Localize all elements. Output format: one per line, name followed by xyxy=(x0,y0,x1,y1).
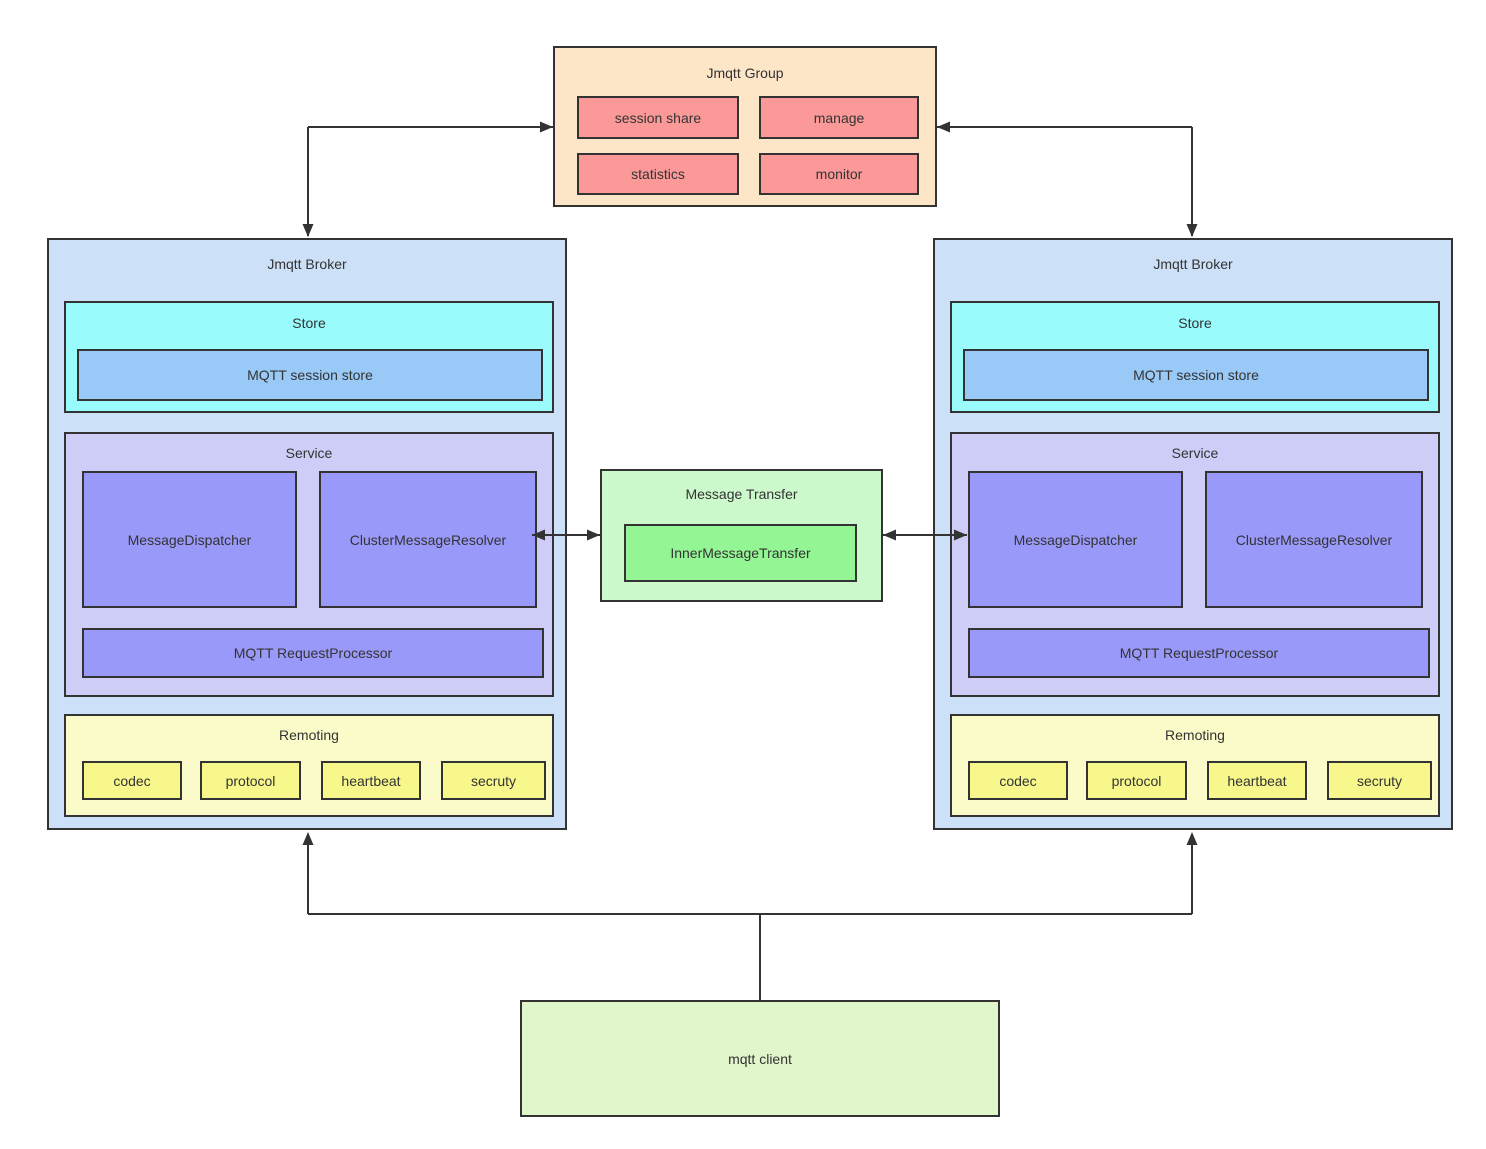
broker-right-remoting-title: Remoting xyxy=(1165,727,1225,743)
connector-broker-right-group xyxy=(937,121,1198,237)
broker-left-store-section: Store MQTT session store xyxy=(64,301,554,413)
broker-right-service-title: Service xyxy=(1171,445,1219,461)
broker-right-remoting-codec: codec xyxy=(968,761,1068,800)
message-transfer-title: Message Transfer xyxy=(685,486,798,502)
broker-right-remoting-protocol: protocol xyxy=(1086,761,1187,800)
broker-left-remoting-protocol: protocol xyxy=(200,761,301,800)
jmqtt-broker-right: Jmqtt Broker Store MQTT session store Se… xyxy=(933,238,1453,830)
broker-left-title: Jmqtt Broker xyxy=(267,256,347,272)
inner-message-transfer: InnerMessageTransfer xyxy=(624,524,857,582)
jmqtt-broker-left: Jmqtt Broker Store MQTT session store Se… xyxy=(47,238,567,830)
broker-right-message-dispatcher: MessageDispatcher xyxy=(968,471,1183,608)
broker-left-message-dispatcher: MessageDispatcher xyxy=(82,471,297,608)
broker-right-remoting-section: Remoting codec protocol heartbeat secrut… xyxy=(950,714,1440,817)
broker-left-remoting-heartbeat: heartbeat xyxy=(321,761,421,800)
broker-left-mqtt-request-processor: MQTT RequestProcessor xyxy=(82,628,544,678)
broker-right-cluster-message-resolver: ClusterMessageResolver xyxy=(1205,471,1423,608)
broker-right-service-section: Service MessageDispatcher ClusterMessage… xyxy=(950,432,1440,697)
broker-right-mqtt-request-processor: MQTT RequestProcessor xyxy=(968,628,1430,678)
broker-left-store-title: Store xyxy=(292,315,326,331)
jmqtt-group-title: Jmqtt Group xyxy=(706,65,784,81)
group-item-manage: manage xyxy=(759,96,919,139)
broker-right-title: Jmqtt Broker xyxy=(1153,256,1233,272)
broker-right-store-section: Store MQTT session store xyxy=(950,301,1440,413)
broker-left-remoting-codec: codec xyxy=(82,761,182,800)
group-item-monitor: monitor xyxy=(759,153,919,195)
broker-left-service-title: Service xyxy=(285,445,333,461)
broker-right-remoting-heartbeat: heartbeat xyxy=(1207,761,1307,800)
broker-left-remoting-section: Remoting codec protocol heartbeat secrut… xyxy=(64,714,554,817)
group-item-session-share: session share xyxy=(577,96,739,139)
mqtt-client: mqtt client xyxy=(520,1000,1000,1117)
broker-left-service-section: Service MessageDispatcher ClusterMessage… xyxy=(64,432,554,697)
group-item-statistics: statistics xyxy=(577,153,739,195)
broker-left-mqtt-session-store: MQTT session store xyxy=(77,349,543,401)
broker-right-remoting-secruty: secruty xyxy=(1327,761,1432,800)
jmqtt-group-container: Jmqtt Group session share manage statist… xyxy=(553,46,937,207)
connector-broker-left-group xyxy=(302,121,553,237)
broker-right-mqtt-session-store: MQTT session store xyxy=(963,349,1429,401)
broker-left-remoting-title: Remoting xyxy=(279,727,339,743)
message-transfer-container: Message Transfer InnerMessageTransfer xyxy=(600,469,883,602)
broker-left-cluster-message-resolver: ClusterMessageResolver xyxy=(319,471,537,608)
broker-left-remoting-secruty: secruty xyxy=(441,761,546,800)
broker-right-store-title: Store xyxy=(1178,315,1212,331)
connector-client-brokers xyxy=(302,832,1198,1000)
